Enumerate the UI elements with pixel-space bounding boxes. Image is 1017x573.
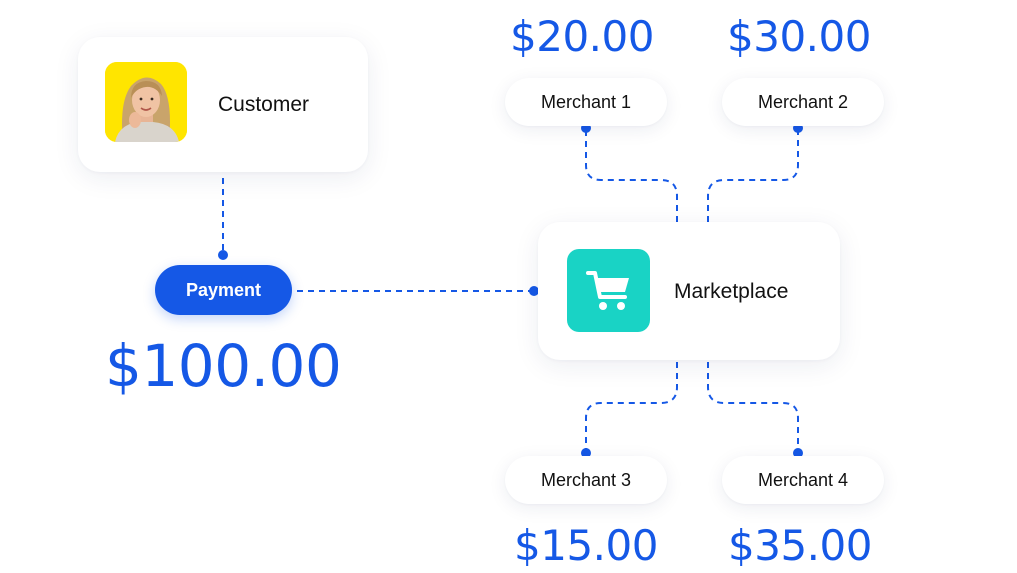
customer-avatar bbox=[105, 62, 187, 142]
merchant-2-amount: $30.00 bbox=[727, 12, 871, 61]
payment-amount: $100.00 bbox=[105, 332, 342, 400]
connector-dot bbox=[218, 250, 228, 260]
merchant-3-node[interactable]: Merchant 3 bbox=[505, 456, 667, 504]
customer-avatar-icon bbox=[105, 62, 187, 142]
merchant-1-amount: $20.00 bbox=[510, 12, 654, 61]
connector-marketplace-merchant-2 bbox=[707, 128, 799, 222]
merchant-4-node[interactable]: Merchant 4 bbox=[722, 456, 884, 504]
payment-button[interactable]: Payment bbox=[155, 265, 292, 315]
connector-marketplace-merchant-3 bbox=[585, 362, 678, 453]
connector-dot bbox=[793, 448, 803, 458]
connector-marketplace-merchant-4 bbox=[707, 362, 799, 453]
merchant-4-amount: $35.00 bbox=[728, 521, 872, 570]
marketplace-icon-tile bbox=[567, 249, 650, 332]
merchant-1-node[interactable]: Merchant 1 bbox=[505, 78, 667, 126]
merchant-2-node[interactable]: Merchant 2 bbox=[722, 78, 884, 126]
customer-label: Customer bbox=[218, 93, 310, 116]
connector-dot bbox=[529, 286, 539, 296]
shopping-cart-icon bbox=[585, 270, 629, 310]
marketplace-label: Marketplace bbox=[674, 280, 789, 303]
connector-marketplace-merchant-1 bbox=[585, 128, 678, 222]
merchant-3-amount: $15.00 bbox=[514, 521, 658, 570]
connector-dot bbox=[581, 448, 591, 458]
